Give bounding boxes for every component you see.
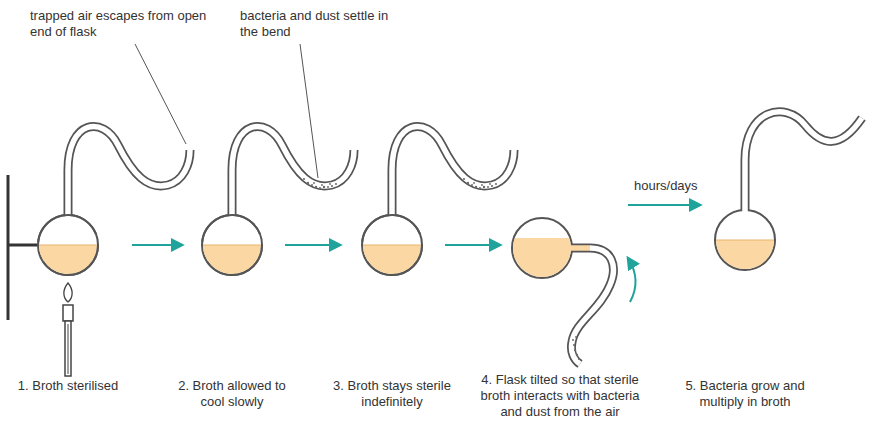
step-caption: 4. Flask tilted so that sterile broth in… <box>470 372 650 420</box>
time-label: hours/days <box>634 178 714 194</box>
step-caption: 3. Broth stays sterile indefinitely <box>332 378 452 410</box>
callout-text: trapped air escapes from open end of fla… <box>30 8 220 40</box>
step-caption: 1. Broth sterilised <box>13 378 123 394</box>
step-caption: 2. Broth allowed to cool slowly <box>172 378 292 410</box>
step-caption: 5. Bacteria grow and multiply in broth <box>680 378 810 410</box>
callout-text: bacteria and dust settle in the bend <box>240 8 400 40</box>
